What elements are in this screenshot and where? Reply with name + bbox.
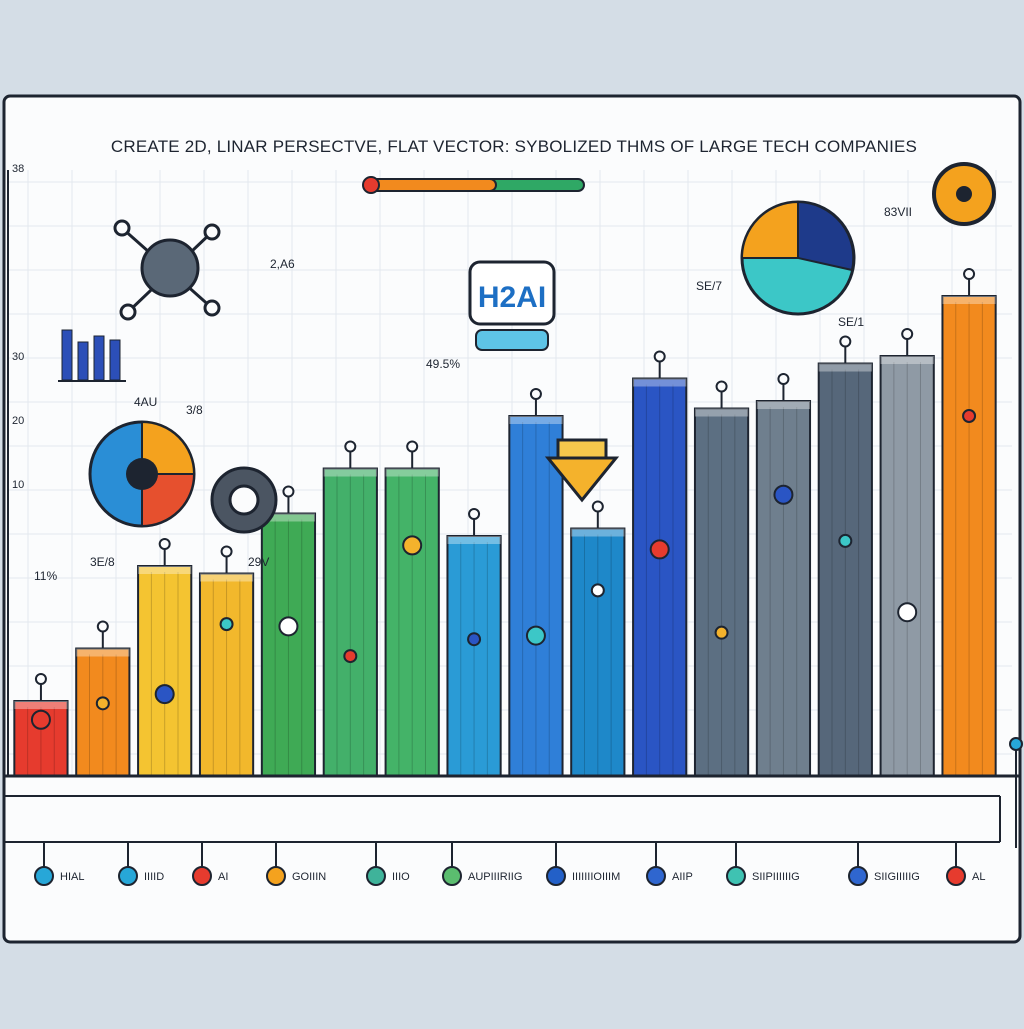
bar-node-dot	[525, 625, 546, 646]
bar-7	[384, 467, 440, 777]
annotation-label: 29V	[248, 555, 269, 569]
legend-label: SIIPIIIIIIG	[752, 871, 800, 883]
legend-swatch	[266, 866, 286, 886]
annotation-label: 2,A6	[270, 257, 295, 271]
legend-swatch	[646, 866, 666, 886]
annotation-label: SE/7	[696, 279, 722, 293]
legend-swatch	[118, 866, 138, 886]
logo-text: H2AI	[478, 281, 546, 314]
bar-13	[755, 400, 812, 777]
annotation-label: 11%	[34, 569, 57, 583]
bar-node-dot	[962, 409, 977, 423]
legend-label: HIAL	[60, 871, 84, 883]
legend-label: SIIGIIIIIG	[874, 871, 920, 883]
legend: HIAL IIIID AI GOIIIN IIIO AUPIIIRIIG IIIIIIIOI…	[34, 842, 985, 886]
legend-item: IIIIIIIOIIIM	[546, 842, 620, 886]
legend-item: SIIPIIIIIIG	[726, 842, 800, 886]
bar-node-dot	[219, 617, 234, 632]
bar-node-dot	[773, 484, 794, 505]
bar-6	[322, 467, 378, 777]
diamond-icon	[544, 438, 620, 503]
bar-node-dot	[30, 709, 51, 730]
bar-2	[75, 647, 131, 777]
bar-4	[198, 572, 255, 777]
bar-node-dot	[95, 696, 110, 711]
legend-item: GOIIIN	[266, 842, 326, 886]
annotation-label: SE/1	[838, 315, 864, 329]
annotations: 11% 3E/8 4AU 3/8 29V 2,A6 49.5% SE/7SE/1 83VII	[34, 205, 912, 583]
legend-item: SIIGIIIIIG	[848, 842, 920, 886]
legend-swatch	[726, 866, 746, 886]
mini-bar-chart-icon	[58, 329, 126, 382]
bar-node-dot	[343, 649, 358, 664]
bar-node-dot	[714, 625, 729, 640]
legend-label: AI	[218, 871, 228, 883]
bar-15	[879, 355, 935, 777]
bar-node-dot	[649, 539, 670, 560]
legend-label: IIIID	[144, 871, 164, 883]
annotation-label: 83VII	[884, 205, 912, 219]
chart-title: CREATE 2D, LINAR PERSECTVE, FLAT VECTOR:…	[111, 137, 917, 156]
bar-node-dot	[467, 632, 482, 647]
annotation-label: 3E/8	[90, 555, 115, 569]
legend-label: IIIO	[392, 871, 410, 883]
legend-swatch	[442, 866, 462, 886]
legend-item: AI	[192, 842, 228, 886]
bar-8	[446, 535, 502, 777]
h2ai-logo: H2AI	[468, 260, 556, 351]
large-pie-icon	[740, 200, 856, 316]
legend-item: AUPIIIRIIG	[442, 842, 522, 886]
bar-decorations	[14, 268, 996, 776]
legend-item: HIAL	[34, 842, 84, 886]
pie-chart-icon	[88, 420, 196, 528]
legend-item: AL	[946, 842, 985, 886]
bar-9	[508, 415, 564, 777]
settings-gear-icon	[932, 162, 996, 226]
progress-indicator	[362, 176, 585, 194]
bar-11	[632, 377, 688, 777]
legend-swatch	[946, 866, 966, 886]
legend-label: AL	[972, 871, 985, 883]
legend-label: AIIP	[672, 871, 693, 883]
legend-swatch	[366, 866, 386, 886]
bar-node-dot	[897, 602, 918, 623]
legend-swatch	[848, 866, 868, 886]
gear-icon	[210, 466, 278, 534]
legend-label: IIIIIIIOIIIM	[572, 871, 620, 883]
legend-swatch	[192, 866, 212, 886]
circuit-lines	[4, 737, 1023, 848]
bar-node-dot	[278, 616, 299, 637]
bar-node-dot	[402, 535, 423, 556]
legend-item: IIIID	[118, 842, 164, 886]
annotation-label: 3/8	[186, 403, 203, 417]
y-axis: 38 30 20 10	[7, 163, 24, 776]
bar-node-dot	[838, 533, 853, 548]
bar-node-dot	[154, 684, 175, 705]
network-hub-icon	[113, 219, 221, 321]
legend-label: GOIIIN	[292, 871, 326, 883]
legend-label: AUPIIIRIIG	[468, 871, 522, 883]
y-tick-label: 30	[12, 351, 24, 363]
legend-item: IIIO	[366, 842, 410, 886]
legend-swatch	[546, 866, 566, 886]
bar-5	[260, 512, 317, 777]
y-tick-label: 10	[12, 479, 24, 491]
y-tick-label: 38	[12, 163, 24, 175]
annotation-label: 4AU	[134, 395, 157, 409]
legend-item: AIIP	[646, 842, 693, 886]
y-tick-label: 20	[12, 415, 24, 427]
annotation-label: 49.5%	[426, 357, 460, 371]
bar-node-dot	[590, 583, 605, 598]
legend-swatch	[34, 866, 54, 886]
